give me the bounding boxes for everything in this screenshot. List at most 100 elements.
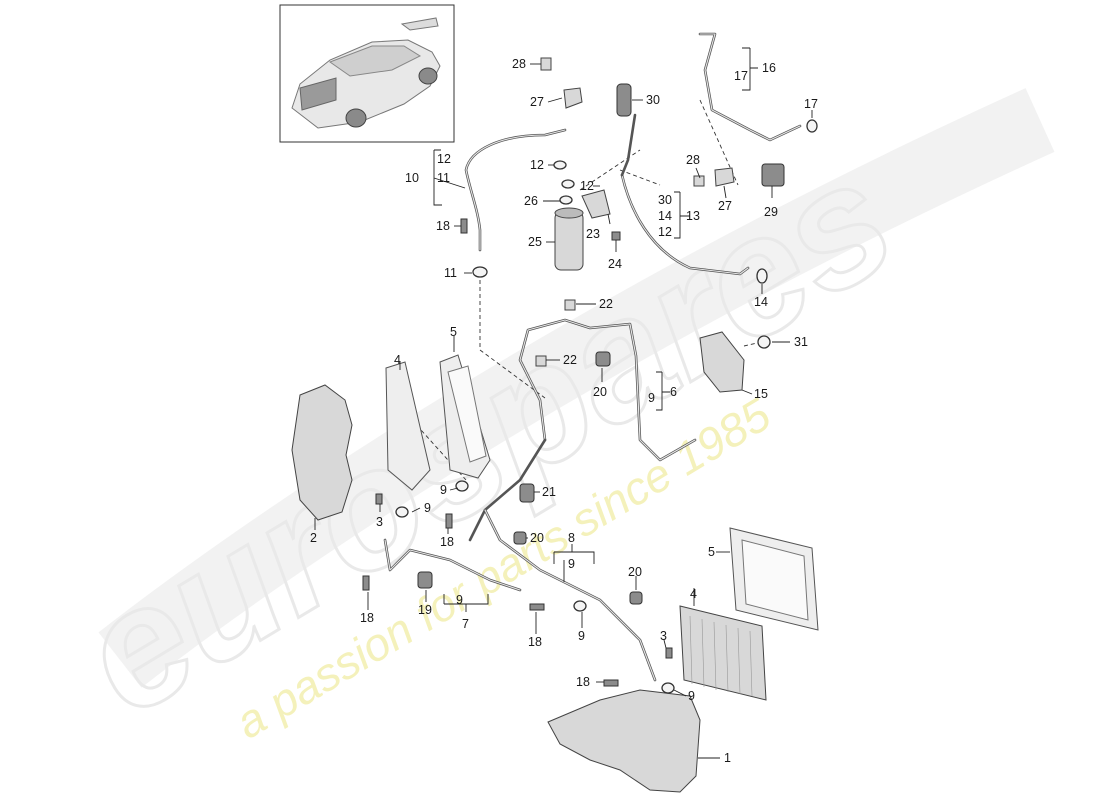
receiver-drier bbox=[554, 211, 584, 271]
callout: 30 bbox=[646, 93, 660, 107]
callout: 15 bbox=[754, 387, 768, 401]
callout: 22 bbox=[563, 353, 577, 367]
callout: 28 bbox=[686, 153, 700, 167]
callout: 5 bbox=[450, 325, 457, 339]
callout: 12 bbox=[437, 152, 451, 166]
callout: 27 bbox=[718, 199, 732, 213]
seal-26 bbox=[559, 195, 573, 205]
bolt-18e bbox=[603, 679, 619, 687]
clip-22b bbox=[535, 355, 547, 367]
callout: 11 bbox=[437, 171, 450, 185]
clip-19 bbox=[417, 571, 433, 589]
condenser-left bbox=[385, 361, 431, 491]
clip-20c bbox=[629, 591, 643, 605]
clip-22a bbox=[564, 299, 576, 311]
bolt-24 bbox=[611, 231, 621, 241]
seal-17 bbox=[806, 119, 818, 133]
bolt-18b bbox=[445, 513, 453, 529]
callout: 12 bbox=[580, 179, 594, 193]
leaders bbox=[314, 47, 813, 759]
callout: 4 bbox=[394, 353, 401, 367]
callout: 31 bbox=[794, 335, 808, 349]
grommet-31 bbox=[757, 335, 771, 349]
seal-9d bbox=[661, 682, 675, 694]
cap-top bbox=[540, 57, 552, 71]
callout-labels: 28 27 30 12 11 10 12 26 12 18 25 23 24 1… bbox=[310, 57, 818, 765]
callout: 9 bbox=[440, 483, 447, 497]
callout: 30 bbox=[658, 193, 672, 207]
seal-12b bbox=[561, 179, 575, 189]
callout: 18 bbox=[528, 635, 542, 649]
callout: 8 bbox=[568, 531, 575, 545]
callout: 14 bbox=[754, 295, 768, 309]
callout: 23 bbox=[586, 227, 600, 241]
service-valve-right bbox=[714, 167, 735, 187]
sensor-right bbox=[761, 163, 785, 187]
callout: 20 bbox=[628, 565, 642, 579]
bolt-18d bbox=[529, 603, 545, 611]
callout: 9 bbox=[424, 501, 431, 515]
callout: 12 bbox=[530, 158, 544, 172]
callout: 4 bbox=[690, 587, 697, 601]
callout: 17 bbox=[734, 69, 748, 83]
clip-20b bbox=[513, 531, 527, 545]
callout: 12 bbox=[658, 225, 672, 239]
bolt-3a bbox=[375, 493, 383, 505]
cap-right bbox=[693, 175, 705, 187]
callout: 17 bbox=[804, 97, 818, 111]
callout: 9 bbox=[578, 629, 585, 643]
callout: 3 bbox=[376, 515, 383, 529]
seal-9a bbox=[395, 506, 409, 518]
callout: 18 bbox=[576, 675, 590, 689]
seal-11 bbox=[472, 266, 488, 278]
seal-14 bbox=[756, 268, 768, 284]
callout: 19 bbox=[418, 603, 432, 617]
callout: 7 bbox=[462, 617, 469, 631]
callout: 9 bbox=[688, 689, 695, 703]
callout: 18 bbox=[360, 611, 374, 625]
air-duct-right bbox=[547, 689, 701, 793]
bolt-3b bbox=[665, 647, 673, 659]
sensor-21 bbox=[519, 483, 535, 503]
callout: 24 bbox=[608, 257, 622, 271]
callout: 10 bbox=[405, 171, 419, 185]
callout: 5 bbox=[708, 545, 715, 559]
callout: 27 bbox=[530, 95, 544, 109]
callout: 26 bbox=[524, 194, 538, 208]
ac-lines bbox=[383, 32, 802, 682]
callout: 25 bbox=[528, 235, 542, 249]
components bbox=[291, 57, 819, 793]
callout: 20 bbox=[593, 385, 607, 399]
air-duct-left bbox=[291, 384, 353, 521]
callout: 13 bbox=[686, 209, 700, 223]
callout: 29 bbox=[764, 205, 778, 219]
callout: 9 bbox=[568, 557, 575, 571]
bolt-18a bbox=[460, 218, 468, 234]
callout: 3 bbox=[660, 629, 667, 643]
callout: 20 bbox=[530, 531, 544, 545]
callout: 16 bbox=[762, 61, 776, 75]
bolt-18c bbox=[362, 575, 370, 591]
callout: 18 bbox=[436, 219, 450, 233]
callout: 28 bbox=[512, 57, 526, 71]
seal-9c bbox=[573, 600, 587, 612]
callout: 2 bbox=[310, 531, 317, 545]
callout: 22 bbox=[599, 297, 613, 311]
seal-12a bbox=[553, 160, 567, 170]
callout: 21 bbox=[542, 485, 556, 499]
callout: 1 bbox=[724, 751, 731, 765]
callout: 18 bbox=[440, 535, 454, 549]
pressure-switch bbox=[616, 83, 632, 117]
callout: 14 bbox=[658, 209, 672, 223]
condenser-right bbox=[679, 605, 767, 701]
service-valve-top bbox=[563, 87, 583, 109]
callout: 9 bbox=[456, 593, 463, 607]
vehicle-thumbnail bbox=[279, 4, 455, 143]
callout: 6 bbox=[670, 385, 677, 399]
callout: 11 bbox=[444, 266, 457, 280]
clip-20a bbox=[595, 351, 611, 367]
seal-9b bbox=[455, 480, 469, 492]
callout: 9 bbox=[648, 391, 655, 405]
